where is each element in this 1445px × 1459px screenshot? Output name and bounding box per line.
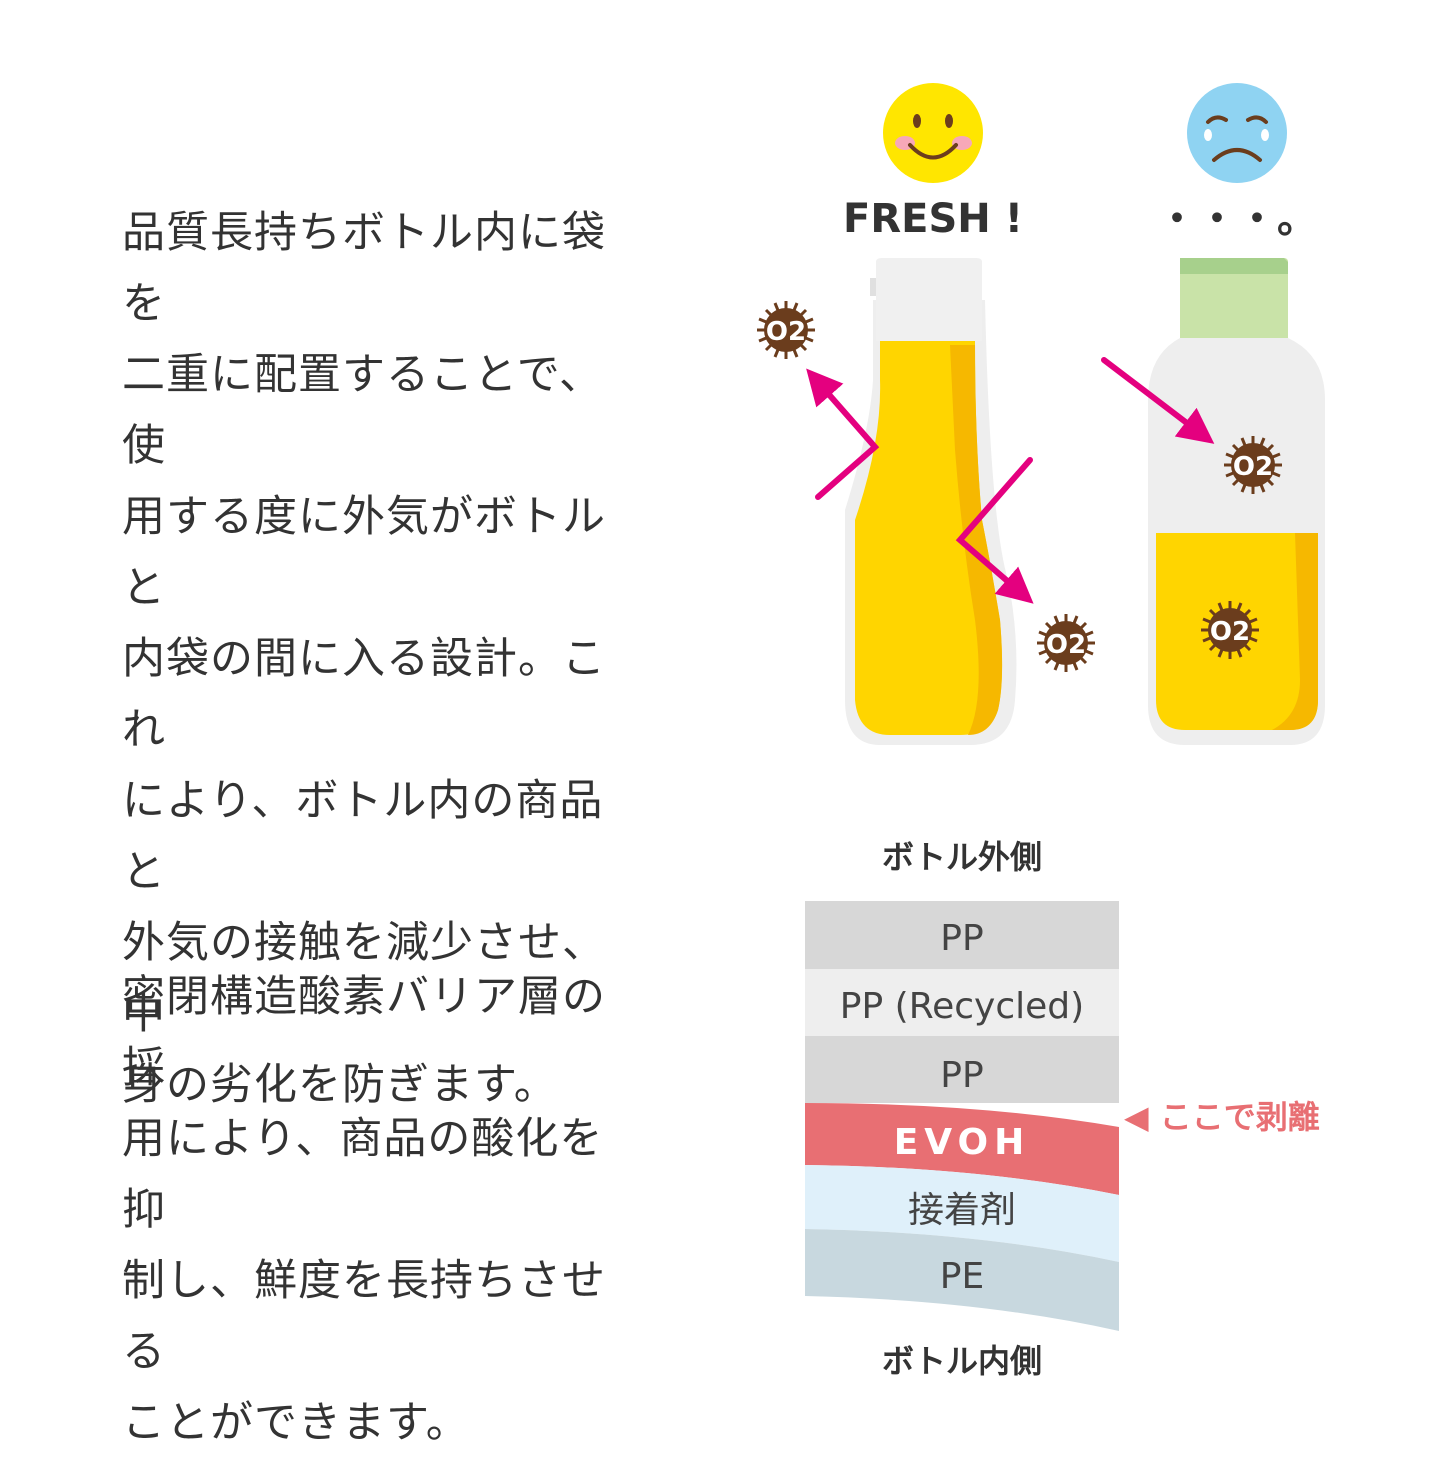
happy-face-icon — [883, 83, 983, 183]
layer-stack — [805, 901, 1119, 1331]
layer-label: PP — [940, 918, 983, 959]
layer-pp-recycled — [805, 969, 1119, 1036]
sad-face-icon — [1187, 83, 1287, 183]
bottle-design-description: 品質長持ちボトル内に袋を 二重に配置することで、使 用する度に外気がボトルと 内… — [122, 208, 606, 1110]
fresh-bottle — [845, 258, 1017, 745]
stale-bottle — [1148, 258, 1325, 745]
layer-label: PP (Recycled) — [840, 986, 1084, 1027]
oxygen-molecule-icon: O2 — [1222, 434, 1284, 496]
oxygen-molecule-icon: O2 — [755, 299, 817, 361]
oxygen-molecule-icon: O2 — [1199, 599, 1261, 661]
peel-marker: ◀ ここで剥離 — [1124, 1098, 1320, 1136]
layer-label: EVOH — [894, 1122, 1031, 1163]
oxygen-molecule-icon: O2 — [1035, 612, 1097, 674]
layer-pp-inner — [805, 1036, 1119, 1103]
fresh-label: FRESH ! — [843, 196, 1023, 242]
barrier-layer-description: 密閉構造酸素バリア層の採 用により、商品の酸化を抑 制し、鮮度を長持ちさせる こ… — [122, 972, 606, 1448]
svg-text:O2: O2 — [1233, 452, 1273, 482]
layer-label: PP — [940, 1055, 983, 1096]
inner-side-label: ボトル内側 — [882, 1342, 1042, 1380]
layer-label: 接着剤 — [908, 1190, 1016, 1231]
layer-pe — [805, 1229, 1119, 1331]
sad-label: ・・・。 — [1157, 196, 1317, 242]
svg-text:O2: O2 — [1210, 617, 1250, 647]
svg-text:O2: O2 — [1046, 630, 1086, 660]
airflow-arrows — [806, 357, 1215, 604]
layer-adhesive — [805, 1165, 1119, 1262]
svg-text:O2: O2 — [766, 317, 806, 347]
layer-label: PE — [940, 1256, 984, 1297]
layer-evoh — [805, 1103, 1119, 1195]
outer-side-label: ボトル外側 — [882, 838, 1042, 876]
layer-pp-outer — [805, 901, 1119, 969]
